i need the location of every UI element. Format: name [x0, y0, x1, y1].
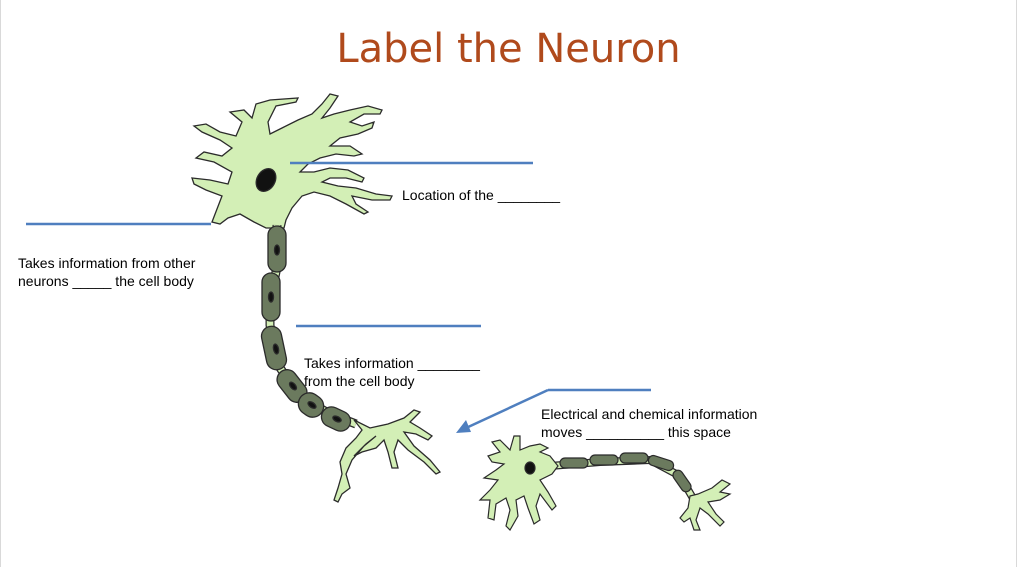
label-dendrites-line1: Takes information from other — [18, 255, 196, 271]
large-neuron-cell-body — [191, 93, 393, 229]
large-neuron — [191, 93, 442, 503]
small-neuron-cell-body — [478, 435, 559, 531]
slide-left-edge — [0, 0, 1, 567]
label-soma-text: Location of the ________ — [402, 187, 561, 203]
synapse-arrow-line — [465, 388, 549, 430]
small-neuron — [478, 435, 732, 531]
small-neuron-axon-terminal — [679, 479, 732, 531]
small-neuron-nucleus — [524, 461, 536, 475]
small-neuron-myelin — [559, 452, 692, 493]
label-synapse-line1: Electrical and chemical information — [541, 406, 758, 422]
synapse-arrow-head — [456, 420, 471, 433]
label-axon-line2: from the cell body — [304, 373, 415, 389]
answer-lines — [26, 161, 651, 430]
label-soma: Location of the ________ — [402, 186, 560, 204]
label-axon-line1: Takes information ________ — [304, 355, 480, 371]
large-neuron-nucleus — [255, 168, 277, 192]
large-neuron-axon-terminal — [333, 409, 442, 503]
large-neuron-myelin — [260, 225, 352, 432]
label-dendrites: Takes information from other neurons ___… — [18, 254, 195, 290]
label-synapse-line2: moves __________ this space — [541, 424, 731, 440]
page-title: Label the Neuron — [336, 26, 681, 72]
label-synapse: Electrical and chemical information move… — [541, 405, 757, 441]
label-dendrites-line2: neurons _____ the cell body — [18, 273, 194, 289]
label-axon: Takes information ________ from the cell… — [304, 354, 480, 390]
